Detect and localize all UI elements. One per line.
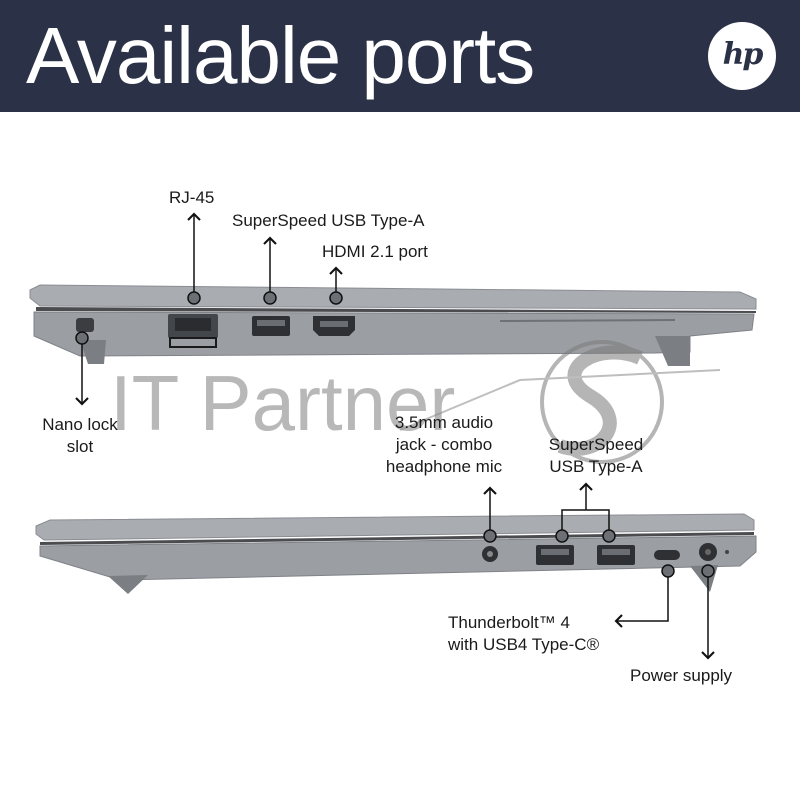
bottom-callout-lines (483, 482, 715, 660)
hp-logo-text: hp (722, 37, 764, 72)
label-hdmi: HDMI 2.1 port (322, 242, 428, 261)
label-thunderbolt: Thunderbolt™ 4 with USB4 Type-C® (448, 612, 599, 656)
header-bar (0, 0, 800, 112)
usb-c-port-icon (654, 550, 680, 560)
label-audio-line2: jack - combo (395, 435, 493, 454)
label-usb-a-right: SuperSpeed USB Type-A (536, 434, 656, 478)
laptop-right-side (35, 513, 757, 594)
label-power-supply: Power supply (630, 666, 733, 685)
label-usb-a-right-line1: SuperSpeed (548, 435, 644, 454)
label-nano-lock-line2: slot (66, 437, 94, 456)
label-thunderbolt-line2: with USB4 Type-C® (448, 635, 600, 654)
watermark-logo-icon (399, 340, 721, 464)
top-callout-lines (75, 212, 343, 406)
label-usb-a-right-line2: USB Type-A (549, 457, 643, 476)
label-thunderbolt-line1: Thunderbolt™ 4 (448, 613, 570, 632)
label-nano-lock-line1: Nano lock (42, 415, 118, 434)
nano-lock-port-icon (76, 318, 94, 332)
label-usb-a: SuperSpeed USB Type-A (232, 211, 425, 230)
label-rj45: RJ-45 (169, 188, 215, 207)
label-audio-line1: 3.5mm audio (394, 413, 494, 432)
label-nano-lock: Nano lock slot (30, 414, 130, 458)
watermark-text: IT Partner (110, 359, 455, 447)
hp-logo-icon: hp (708, 22, 776, 90)
laptop-left-side (29, 284, 757, 366)
label-audio-line3: headphone mic (385, 457, 503, 476)
label-audio-jack: 3.5mm audio jack - combo headphone mic (372, 412, 516, 478)
page-title: Available ports (26, 11, 535, 100)
